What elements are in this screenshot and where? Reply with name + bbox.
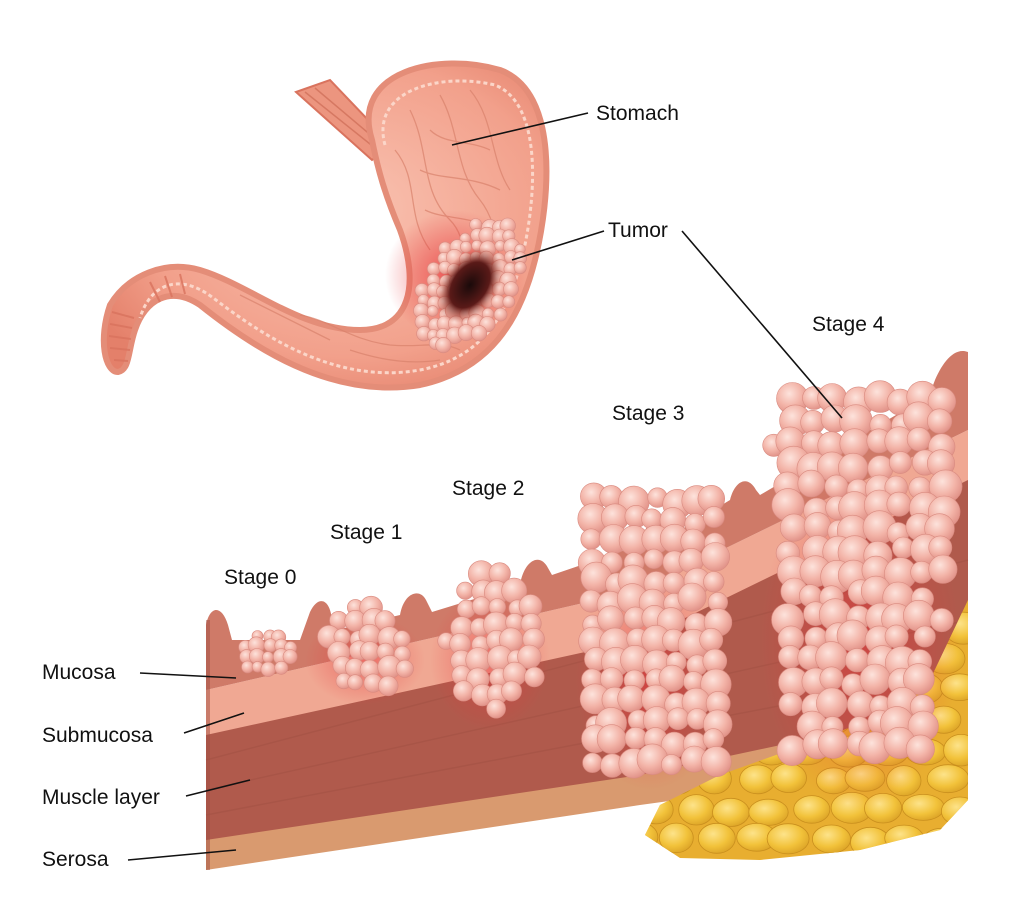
fat-cell bbox=[793, 795, 831, 824]
stomach-illustration bbox=[100, 60, 550, 391]
stomach-leader-line bbox=[451, 112, 589, 146]
mucosa-leader-line bbox=[139, 672, 237, 679]
serosa-leader-line bbox=[127, 849, 237, 861]
fat-cell bbox=[712, 797, 750, 827]
fat-cell bbox=[943, 734, 968, 767]
leader-lines bbox=[127, 112, 843, 861]
fat-cell bbox=[901, 794, 945, 821]
submucosa-label: Submucosa bbox=[42, 724, 153, 747]
fat-cell bbox=[748, 798, 789, 826]
stage-4-label: Stage 4 bbox=[812, 313, 885, 336]
fat-cell bbox=[658, 822, 694, 854]
fat-cell bbox=[812, 824, 852, 854]
submucosa-leader-line bbox=[183, 712, 245, 734]
fat-cell bbox=[884, 824, 924, 852]
tumor-leader-line-stomach bbox=[511, 230, 605, 261]
fat-cell bbox=[921, 827, 962, 856]
fat-cell bbox=[926, 764, 968, 794]
fat-cell bbox=[941, 796, 968, 826]
stage-3-label: Stage 3 bbox=[612, 402, 685, 425]
stage-3-tumor bbox=[577, 482, 733, 779]
stage-0-tumor bbox=[238, 629, 298, 677]
muscle-layer-label: Muscle layer bbox=[42, 786, 160, 809]
stage-4-tumor bbox=[762, 380, 963, 766]
tumor-leader-line-stage4 bbox=[681, 230, 843, 419]
fat-cell bbox=[697, 822, 736, 854]
fat-cell bbox=[850, 826, 891, 859]
stage-0-label: Stage 0 bbox=[224, 566, 297, 589]
fat-cell bbox=[739, 764, 776, 795]
stage-2-label: Stage 2 bbox=[452, 477, 525, 500]
serosa-label: Serosa bbox=[42, 848, 109, 871]
tumor-label: Tumor bbox=[608, 219, 668, 242]
stage-1-tumor bbox=[317, 595, 414, 697]
stage-1-label: Stage 1 bbox=[330, 521, 403, 544]
stage-2-tumor bbox=[437, 560, 545, 719]
fat-cell bbox=[645, 821, 659, 853]
muscle-leader-line bbox=[185, 779, 251, 797]
fat-cell bbox=[766, 823, 810, 855]
fat-cell bbox=[678, 794, 715, 826]
mucosa-label: Mucosa bbox=[42, 661, 116, 684]
tissue-cross-section bbox=[205, 350, 969, 870]
stomach-label: Stomach bbox=[596, 102, 679, 125]
